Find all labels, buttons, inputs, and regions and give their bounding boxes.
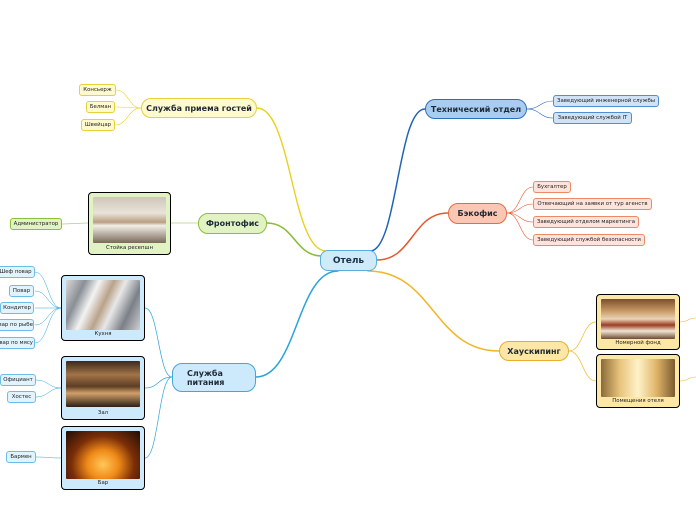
link-back-item [506,203,534,214]
link-housekeeping [367,270,500,352]
link-premises [568,350,597,382]
leaf-tour-requests[interactable]: Отвечающий на заявки от тур агенств [533,198,652,210]
hall-caption: Зал [97,410,109,416]
bar-caption: Бар [97,480,109,486]
link-kitchen [144,307,173,378]
link-administrator [61,222,89,225]
link-kitchen-item [34,290,62,309]
link-tech-item [526,108,554,119]
leaf-confectioner[interactable]: Кондитер [0,302,34,314]
link-back-item [506,212,534,223]
leaf-chief-engineer[interactable]: Заведующий инженерной службы [553,95,659,107]
leaf-bartender[interactable]: Бармен [6,451,36,463]
link-kitchen-item [34,307,62,344]
link-room-fund [568,321,597,352]
branch-technical[interactable]: Технический отдел [425,99,527,119]
branch-front-office[interactable]: Фронтофис [198,213,267,234]
leaf-waiter[interactable]: Официант [0,374,36,386]
link-guest-service [256,107,327,252]
kitchen-photo [66,280,140,330]
room-fund-caption: Номерной фонд [615,340,661,346]
leaf-security-head[interactable]: Заведующий службой безопасности [533,234,645,246]
link-front-office [266,222,323,257]
leaf-fish-cook[interactable]: Повар по рыбе [0,319,34,331]
bar-photo [66,431,140,479]
link-room-fund-out [679,317,696,323]
link-back-item [506,186,534,214]
link-hall-item [35,387,62,398]
link-concierge [115,89,142,109]
leaf-head-it[interactable]: Заведующий службой IT [553,112,632,124]
premises-caption: Помещения отеля [612,398,664,404]
link-hall [144,376,173,389]
leaf-bellman[interactable]: Белман [86,101,115,113]
link-back-office [376,212,449,261]
reception-desk-photo [93,197,166,243]
branch-guest-service[interactable]: Служба приема гостей [141,98,257,118]
link-bellman [114,106,142,109]
link-technical [369,108,426,252]
room-fund-card[interactable]: Номерной фонд [596,294,680,350]
leaf-head-chef[interactable]: Шеф повар [0,266,35,278]
kitchen-caption: Кухня [94,331,112,337]
leaf-concierge[interactable]: Консьерж [79,84,116,96]
bar-card[interactable]: Бар [61,426,145,490]
link-food-service [255,270,339,378]
link-doorman [114,107,142,126]
link-hall-item [35,379,62,389]
branch-housekeeping[interactable]: Хаускипинг [499,341,569,361]
hotel-room-photo [601,299,675,339]
link-kitchen-item [34,271,62,309]
hall-card[interactable]: Зал [61,356,145,420]
leaf-cook[interactable]: Повар [9,285,34,297]
leaf-hostess[interactable]: Хостес [7,391,36,403]
hall-photo [66,361,140,407]
link-premises-out [679,376,696,382]
kitchen-card[interactable]: Кухня [61,275,145,341]
link-back-item [506,212,534,241]
link-bar-item [35,456,62,459]
leaf-administrator[interactable]: Администратор [10,218,62,230]
branch-back-office[interactable]: Бэкофис [448,203,507,224]
reception-card[interactable]: Стойка ресепшн [88,192,171,255]
leaf-marketing-head[interactable]: Заведующий отделом маркетинга [533,216,639,228]
link-bar [144,376,173,459]
branch-food-service[interactable]: Служба питания [172,363,256,392]
leaf-meat-cook[interactable]: Повар по мясу [0,337,35,349]
leaf-doorman[interactable]: Швейцар [81,119,115,131]
hotel-corridor-photo [601,359,675,397]
link-tech-item [526,100,554,110]
link-kitchen-item [34,307,62,326]
premises-card[interactable]: Помещения отеля [596,354,680,408]
leaf-accountant[interactable]: Бухгалтер [533,181,571,193]
reception-caption: Стойка ресепшн [106,245,153,251]
root-node-hotel[interactable]: Отель [320,250,377,271]
